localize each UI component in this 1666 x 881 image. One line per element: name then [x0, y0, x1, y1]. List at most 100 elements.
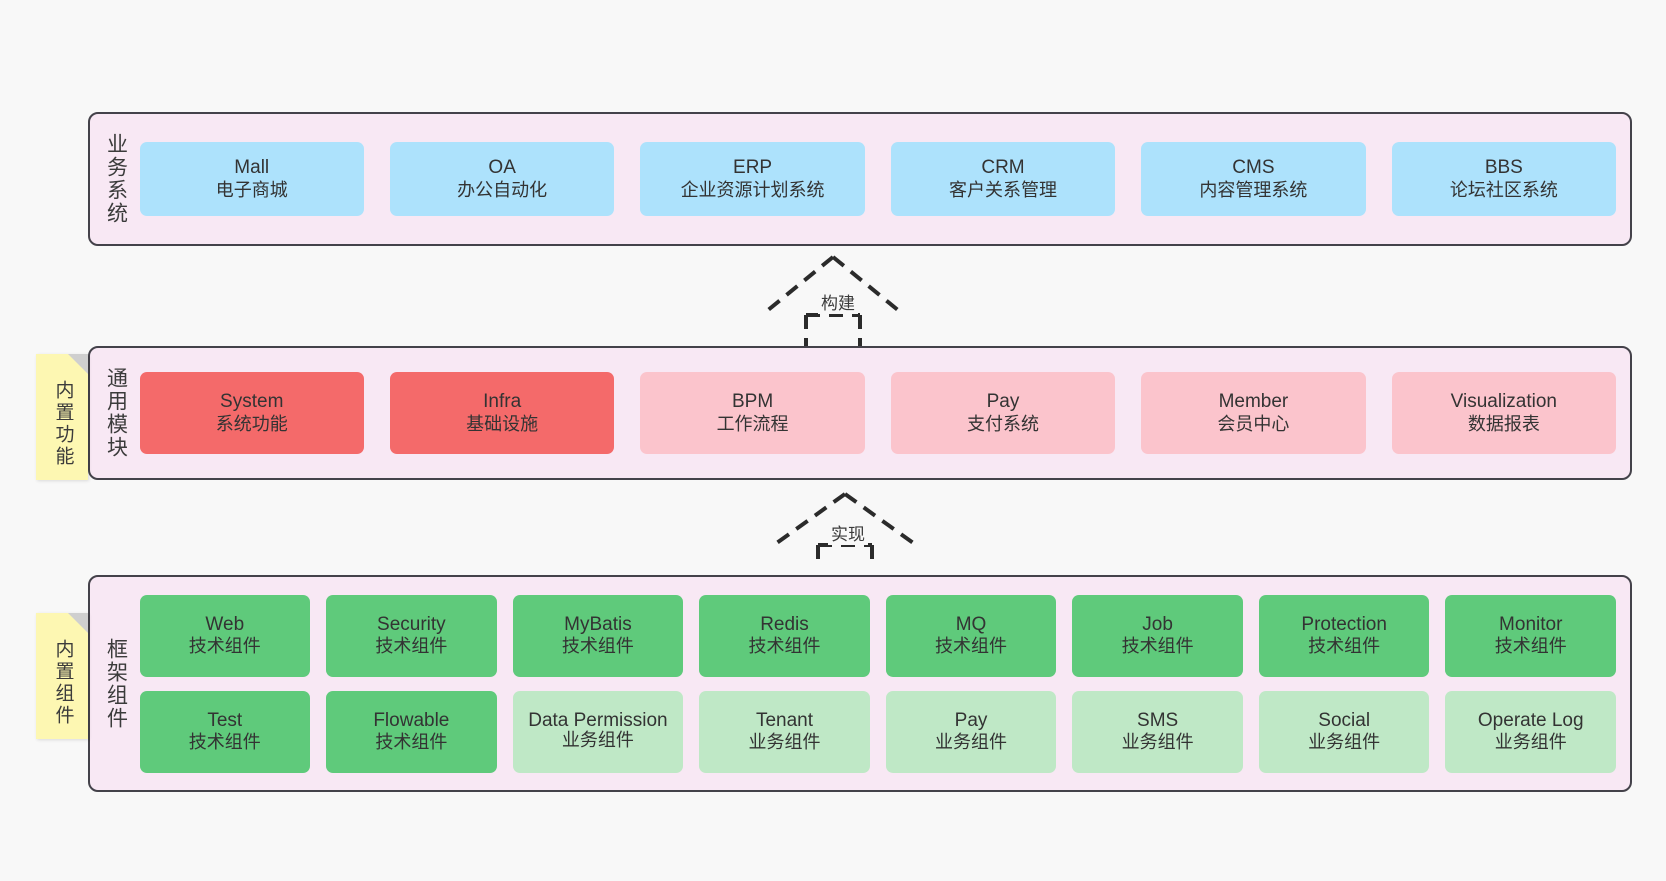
node-row: Web 技术组件 Security 技术组件 MyBatis 技术组件 Redi… — [139, 594, 1617, 677]
node-label-cn: 数据报表 — [1467, 413, 1540, 434]
node-system[interactable]: System 系统功能 — [139, 372, 364, 454]
node-label-en: Tenant — [755, 709, 813, 731]
node-label-en: SMS — [1137, 709, 1179, 731]
node-pay-business[interactable]: Pay 业务组件 — [885, 690, 1057, 773]
note-fold-corner-icon — [68, 354, 88, 374]
node-pay[interactable]: Pay 支付系统 — [890, 372, 1116, 454]
node-label-cn: 技术组件 — [935, 636, 1008, 657]
node-bbs[interactable]: BBS 论坛社区系统 — [1391, 142, 1617, 216]
layer-title-framework: 框架组件 — [104, 637, 128, 730]
node-label-en: OA — [488, 157, 516, 179]
node-label-cn: 工作流程 — [716, 413, 789, 434]
node-job[interactable]: Job 技术组件 — [1072, 594, 1243, 677]
node-label-en: Operate Log — [1477, 709, 1584, 731]
node-crm[interactable]: CRM 客户关系管理 — [890, 142, 1116, 216]
node-member[interactable]: Member 会员中心 — [1141, 372, 1366, 454]
node-oa[interactable]: OA 办公自动化 — [389, 142, 615, 216]
note-builtin-function-label: 内置功能 — [52, 380, 74, 468]
node-label-en: CRM — [981, 157, 1025, 179]
node-label-cn: 内容管理系统 — [1199, 179, 1308, 200]
node-label-cn: 技术组件 — [1121, 636, 1194, 657]
node-monitor[interactable]: Monitor 技术组件 — [1445, 594, 1617, 677]
node-label-cn: 技术组件 — [561, 636, 634, 657]
node-label-cn: 业务组件 — [748, 732, 821, 753]
node-erp[interactable]: ERP 企业资源计划系统 — [640, 142, 865, 216]
node-row: Test 技术组件 Flowable 技术组件 Data Permission … — [139, 690, 1617, 773]
node-label-en: Job — [1142, 613, 1173, 635]
node-label-en: Protection — [1301, 613, 1387, 635]
note-builtin-component: 内置组件 — [36, 613, 88, 739]
node-protection[interactable]: Protection 技术组件 — [1258, 594, 1430, 677]
node-label-cn: 企业资源计划系统 — [680, 179, 825, 200]
node-label-en: ERP — [733, 157, 773, 179]
node-label-en: BPM — [731, 391, 774, 413]
layer-business-nodes: Mall 电子商城 OA 办公自动化 ERP 企业资源计划系统 CRM 客户关系… — [134, 142, 1630, 216]
node-label-en: Flowable — [373, 709, 450, 731]
node-label-en: Infra — [483, 391, 522, 413]
node-label-en: Web — [205, 613, 245, 635]
node-label-cn: 业务组件 — [1121, 732, 1194, 753]
node-label-en: Security — [377, 613, 446, 635]
node-flowable[interactable]: Flowable 技术组件 — [326, 690, 497, 773]
node-row: System 系统功能 Infra 基础设施 BPM 工作流程 Pay 支付系统… — [139, 372, 1617, 454]
node-label-en: Test — [207, 709, 243, 731]
node-cms[interactable]: CMS 内容管理系统 — [1141, 142, 1366, 216]
node-data-permission[interactable]: Data Permission 业务组件 — [512, 690, 684, 773]
node-mall[interactable]: Mall 电子商城 — [139, 142, 364, 216]
node-label-en: Pay — [986, 391, 1020, 413]
note-fold-corner-icon — [68, 613, 88, 633]
node-label-en: Mall — [234, 157, 270, 179]
connector-build: 构建 — [758, 253, 908, 348]
node-label-en: BBS — [1484, 157, 1523, 179]
node-infra[interactable]: Infra 基础设施 — [389, 372, 615, 454]
node-label-en: Monitor — [1499, 613, 1563, 635]
node-label-cn: 技术组件 — [188, 636, 261, 657]
node-label-cn: 系统功能 — [215, 413, 288, 434]
node-label-cn: 支付系统 — [966, 413, 1039, 434]
node-label-cn: 技术组件 — [1308, 636, 1381, 657]
layer-title-common: 通用模块 — [104, 367, 128, 459]
layer-framework-components: 框架组件 Web 技术组件 Security 技术组件 MyBatis 技术组件… — [88, 575, 1632, 792]
node-visualization[interactable]: Visualization 数据报表 — [1391, 372, 1617, 454]
node-label-cn: 技术组件 — [748, 636, 821, 657]
node-label-cn: 业务组件 — [1308, 732, 1381, 753]
node-label-cn: 技术组件 — [188, 732, 261, 753]
note-builtin-component-label: 内置组件 — [52, 639, 74, 727]
node-label-en: MyBatis — [564, 613, 632, 635]
node-label-en: Visualization — [1450, 391, 1557, 413]
node-mq[interactable]: MQ 技术组件 — [885, 594, 1057, 677]
node-security[interactable]: Security 技术组件 — [326, 594, 497, 677]
node-social[interactable]: Social 业务组件 — [1258, 690, 1430, 773]
node-label-cn: 办公自动化 — [457, 179, 548, 200]
node-mybatis[interactable]: MyBatis 技术组件 — [512, 594, 684, 677]
node-tenant[interactable]: Tenant 业务组件 — [699, 690, 870, 773]
implement-arrow-icon — [772, 492, 918, 568]
layer-business-systems: 业务系统 Mall 电子商城 OA 办公自动化 ERP 企业资源计划系统 CRM… — [88, 112, 1632, 246]
node-label-cn: 电子商城 — [215, 179, 288, 200]
node-test[interactable]: Test 技术组件 — [139, 690, 311, 773]
node-label-cn: 业务组件 — [1494, 732, 1567, 753]
node-operate-log[interactable]: Operate Log 业务组件 — [1445, 690, 1617, 773]
node-label-en: Data Permission — [528, 709, 668, 731]
connector-build-label: 构建 — [818, 289, 858, 314]
node-label-cn: 业务组件 — [935, 732, 1008, 753]
node-label-cn: 业务组件 — [561, 730, 634, 751]
node-label-en: CMS — [1232, 157, 1275, 179]
node-label-cn: 客户关系管理 — [948, 179, 1057, 200]
node-row: Mall 电子商城 OA 办公自动化 ERP 企业资源计划系统 CRM 客户关系… — [139, 142, 1617, 216]
build-arrow-icon — [760, 255, 906, 348]
note-builtin-function: 内置功能 — [36, 354, 88, 480]
connector-implement: 实现 — [770, 490, 920, 568]
node-label-cn: 基础设施 — [466, 413, 539, 434]
node-web[interactable]: Web 技术组件 — [139, 594, 311, 677]
node-sms[interactable]: SMS 业务组件 — [1072, 690, 1243, 773]
node-label-cn: 论坛社区系统 — [1449, 179, 1558, 200]
node-label-cn: 会员中心 — [1217, 413, 1290, 434]
node-redis[interactable]: Redis 技术组件 — [699, 594, 870, 677]
connector-implement-label: 实现 — [828, 520, 868, 545]
layer-common-nodes: System 系统功能 Infra 基础设施 BPM 工作流程 Pay 支付系统… — [134, 372, 1630, 454]
node-label-en: Social — [1318, 709, 1371, 731]
node-bpm[interactable]: BPM 工作流程 — [640, 372, 865, 454]
node-label-en: Member — [1218, 391, 1289, 413]
